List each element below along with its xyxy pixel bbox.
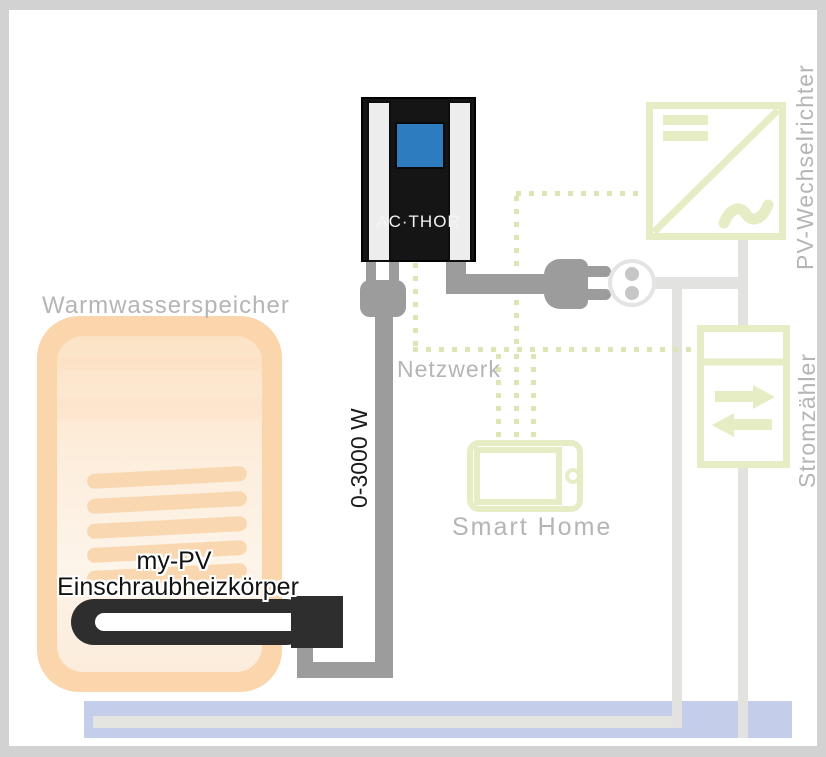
acthor-label: AC·THOR [376, 212, 461, 231]
smart-home-tablet-home-button [565, 468, 581, 484]
network-dotted-line-acthor [413, 263, 418, 348]
mains-cable-horizontal [446, 274, 552, 294]
heating-element-slot [95, 613, 309, 631]
tank-label: Warmwasserspeicher [42, 292, 290, 319]
socket-hole-top [625, 267, 639, 281]
power-socket-icon [608, 259, 656, 307]
heating-element-block [291, 596, 343, 648]
socket-hole-bottom [625, 286, 639, 300]
acthor-device: AC·THOR [361, 97, 476, 262]
network-dotted-line-main [413, 347, 695, 352]
plug-prong-left-1 [366, 260, 376, 286]
network-dotted-line-smarthome-1 [496, 354, 501, 440]
pv-inverter-label: PV-Wechselrichter [792, 64, 818, 270]
plug-prong-right-2 [584, 289, 611, 300]
network-dotted-line-inverter-v [514, 196, 519, 348]
heater-label-line1: my-PV [136, 547, 212, 575]
grid-line-right [738, 240, 748, 738]
power-meter-label: Stromzähler [794, 353, 820, 489]
network-dotted-line-smarthome-3 [531, 354, 536, 440]
tank-stripe-2 [57, 398, 262, 420]
acthor-display [395, 122, 445, 169]
network-label: Netzwerk [397, 356, 501, 382]
grid-line-left [672, 283, 682, 728]
acthor-side-strip-right [448, 101, 472, 262]
network-dotted-line-smarthome-2 [514, 354, 519, 440]
diagram-background: AC·THOR Warmwasserspeicher Netzwerk Smar… [9, 10, 820, 746]
smart-home-label: Smart Home [452, 513, 613, 541]
pv-inverter-icon [646, 102, 786, 240]
power-meter-icon [697, 325, 790, 468]
heater-label-line2: Einschraubheizkörper [57, 573, 299, 601]
plug-prong-right-1 [584, 266, 611, 277]
pipe-gray-band [93, 716, 677, 728]
socket-to-grid-line [654, 277, 748, 289]
network-dotted-line-inverter-h [516, 191, 647, 196]
smart-home-tablet-screen [474, 447, 562, 505]
power-cable-vertical [375, 308, 393, 678]
acthor-side-strip-left [367, 101, 391, 262]
plug-prong-left-2 [389, 260, 399, 286]
power-cable-bottom [297, 662, 393, 678]
tank-stripe-1 [57, 357, 262, 371]
power-range-label: 0-3000 W [346, 408, 372, 509]
schuko-plug-icon [544, 259, 588, 309]
